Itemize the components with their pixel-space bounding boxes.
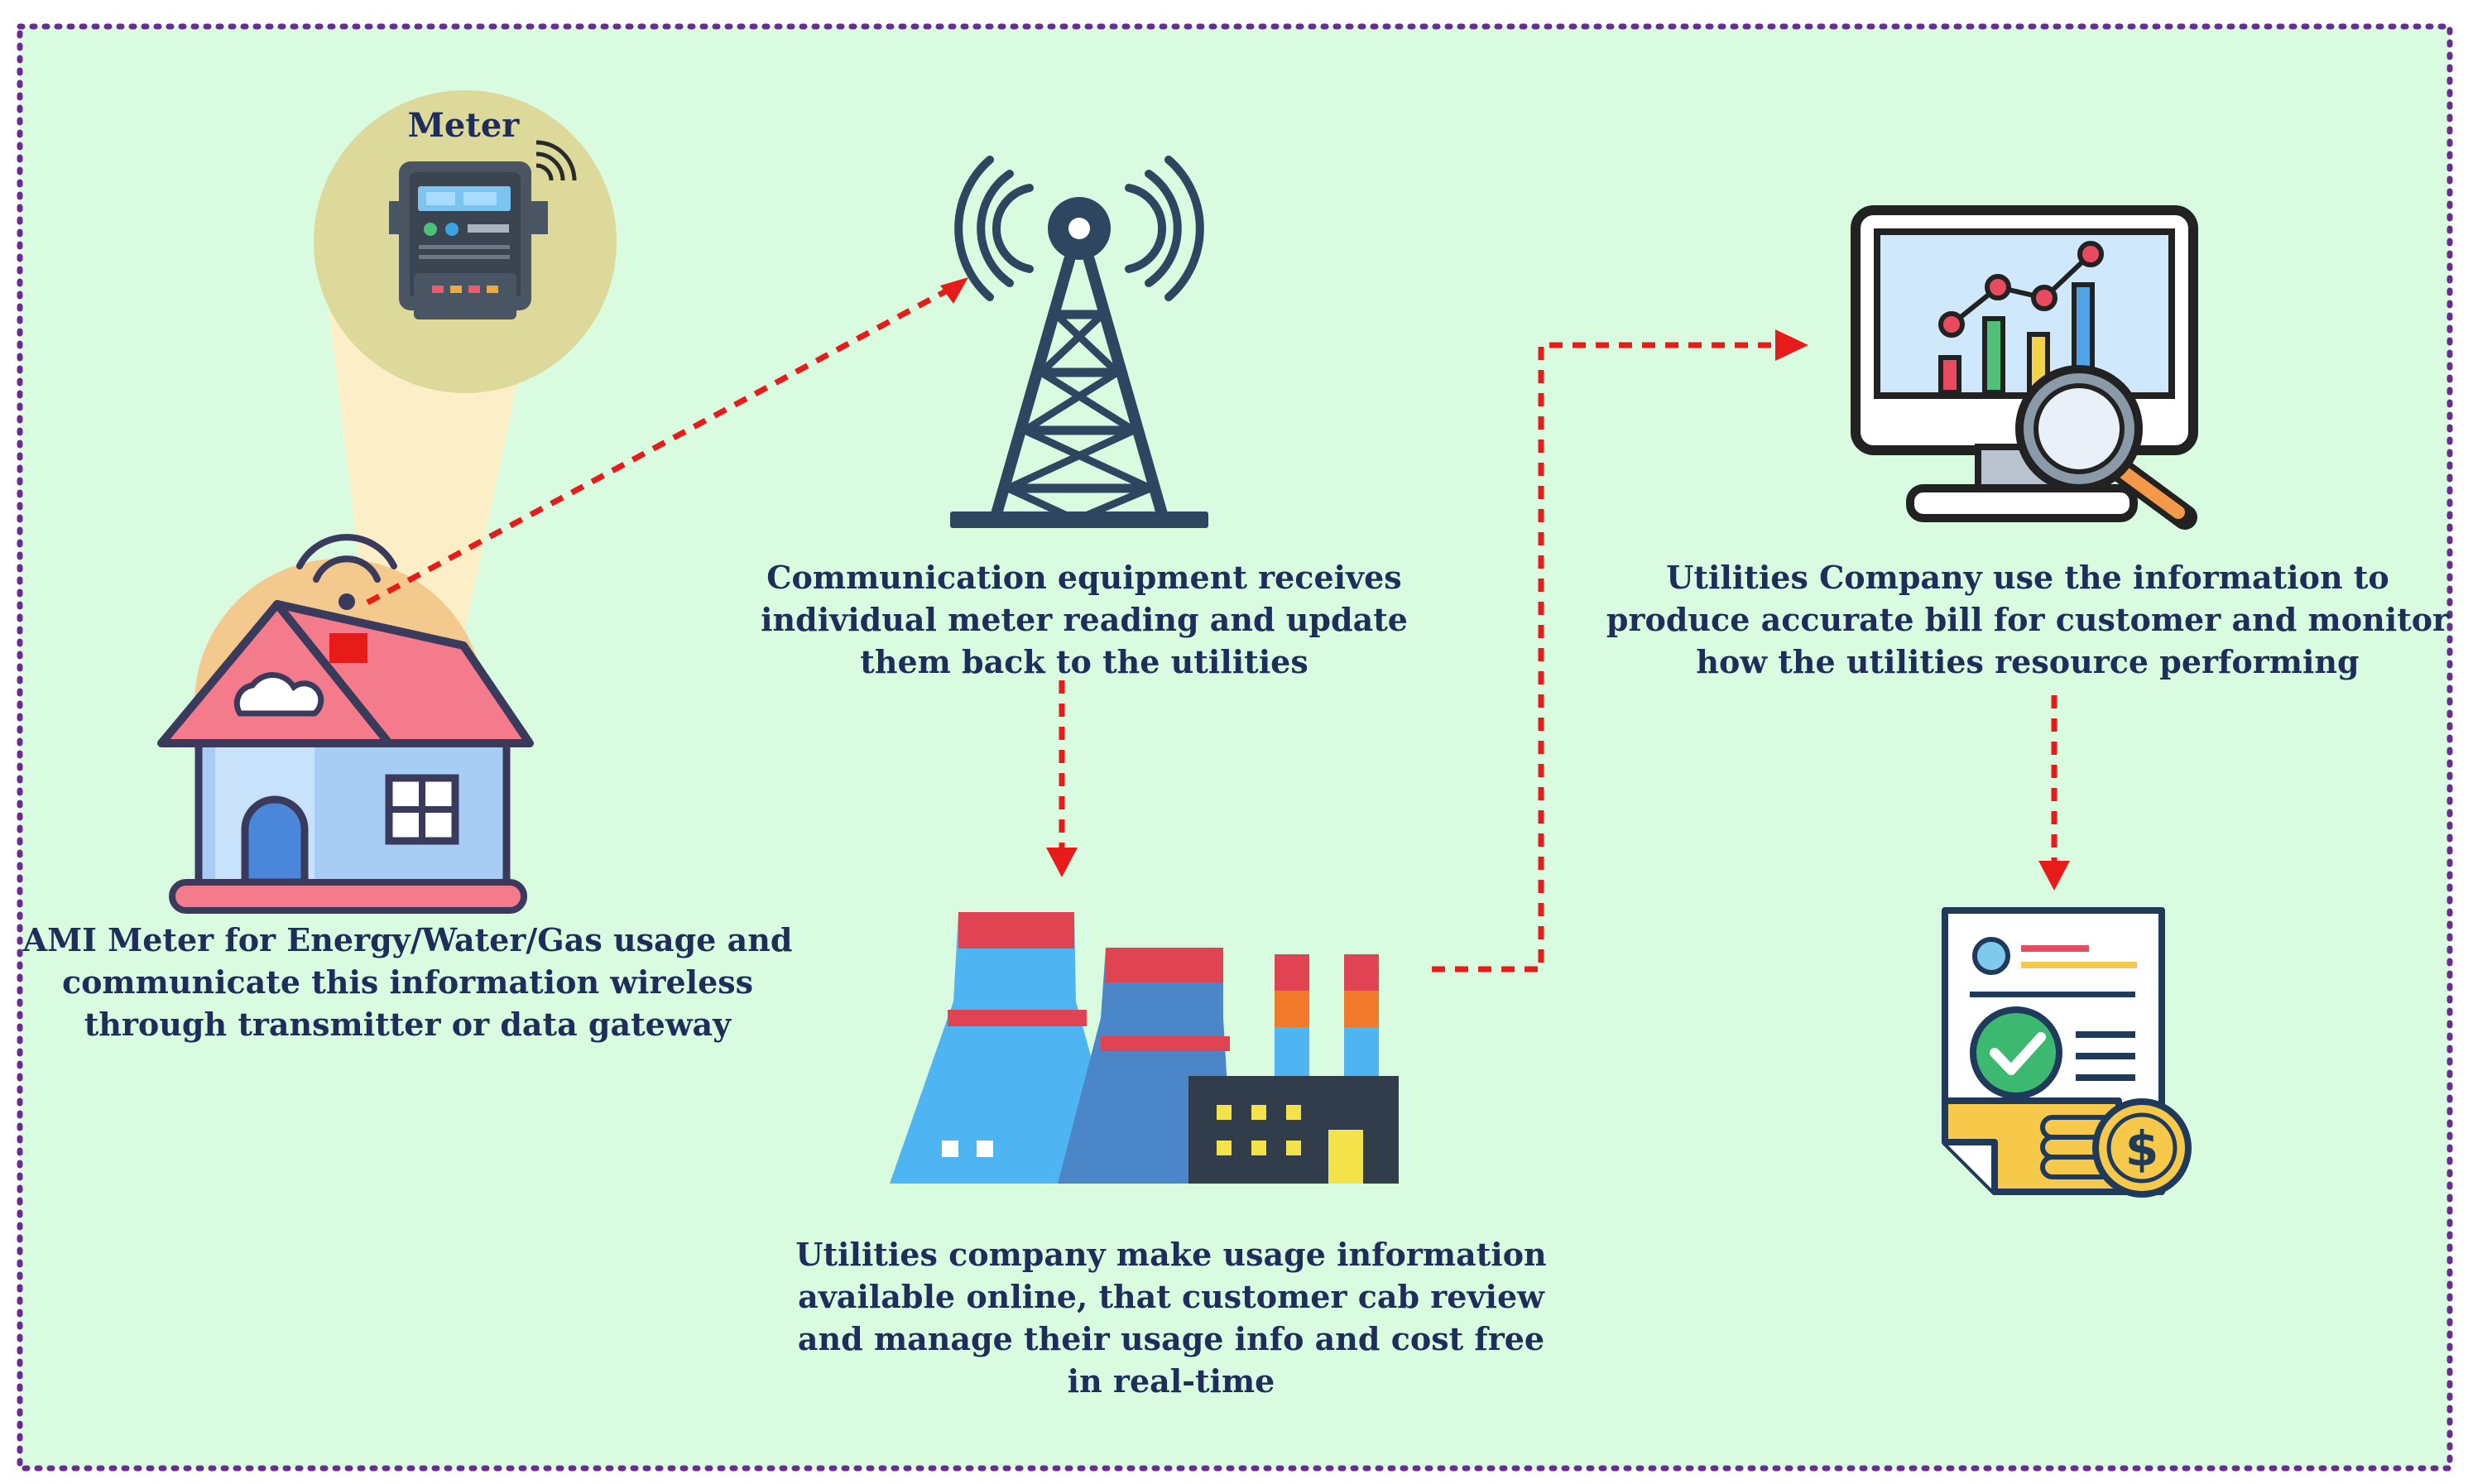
invoice-icon: $ <box>1942 907 2192 1198</box>
meter-transmitter-marker <box>329 633 367 663</box>
factory-icon <box>890 912 1399 1184</box>
smart-meter-icon <box>389 140 577 319</box>
caption-communication-equipment: Communication equipment receives individ… <box>761 559 1408 680</box>
caption-ami-meter: AMI Meter for Energy/Water/Gas usage and… <box>22 921 793 1043</box>
meter-label: Meter <box>407 106 520 145</box>
arrow-house-to-tower <box>366 285 953 606</box>
caption-utilities-online: Utilities company make usage information… <box>795 1236 1547 1400</box>
arrow-factory-to-monitor <box>1432 342 1779 973</box>
monitor-chart-icon <box>1851 205 2198 530</box>
flow-arrows <box>366 277 2070 973</box>
caption-utilities-billing: Utilities Company use the information to… <box>1606 559 2450 680</box>
dotted-border <box>17 23 2453 1472</box>
tower-icon <box>950 156 1208 528</box>
svg-text:$: $ <box>2125 1121 2158 1177</box>
house-icon <box>157 534 534 914</box>
